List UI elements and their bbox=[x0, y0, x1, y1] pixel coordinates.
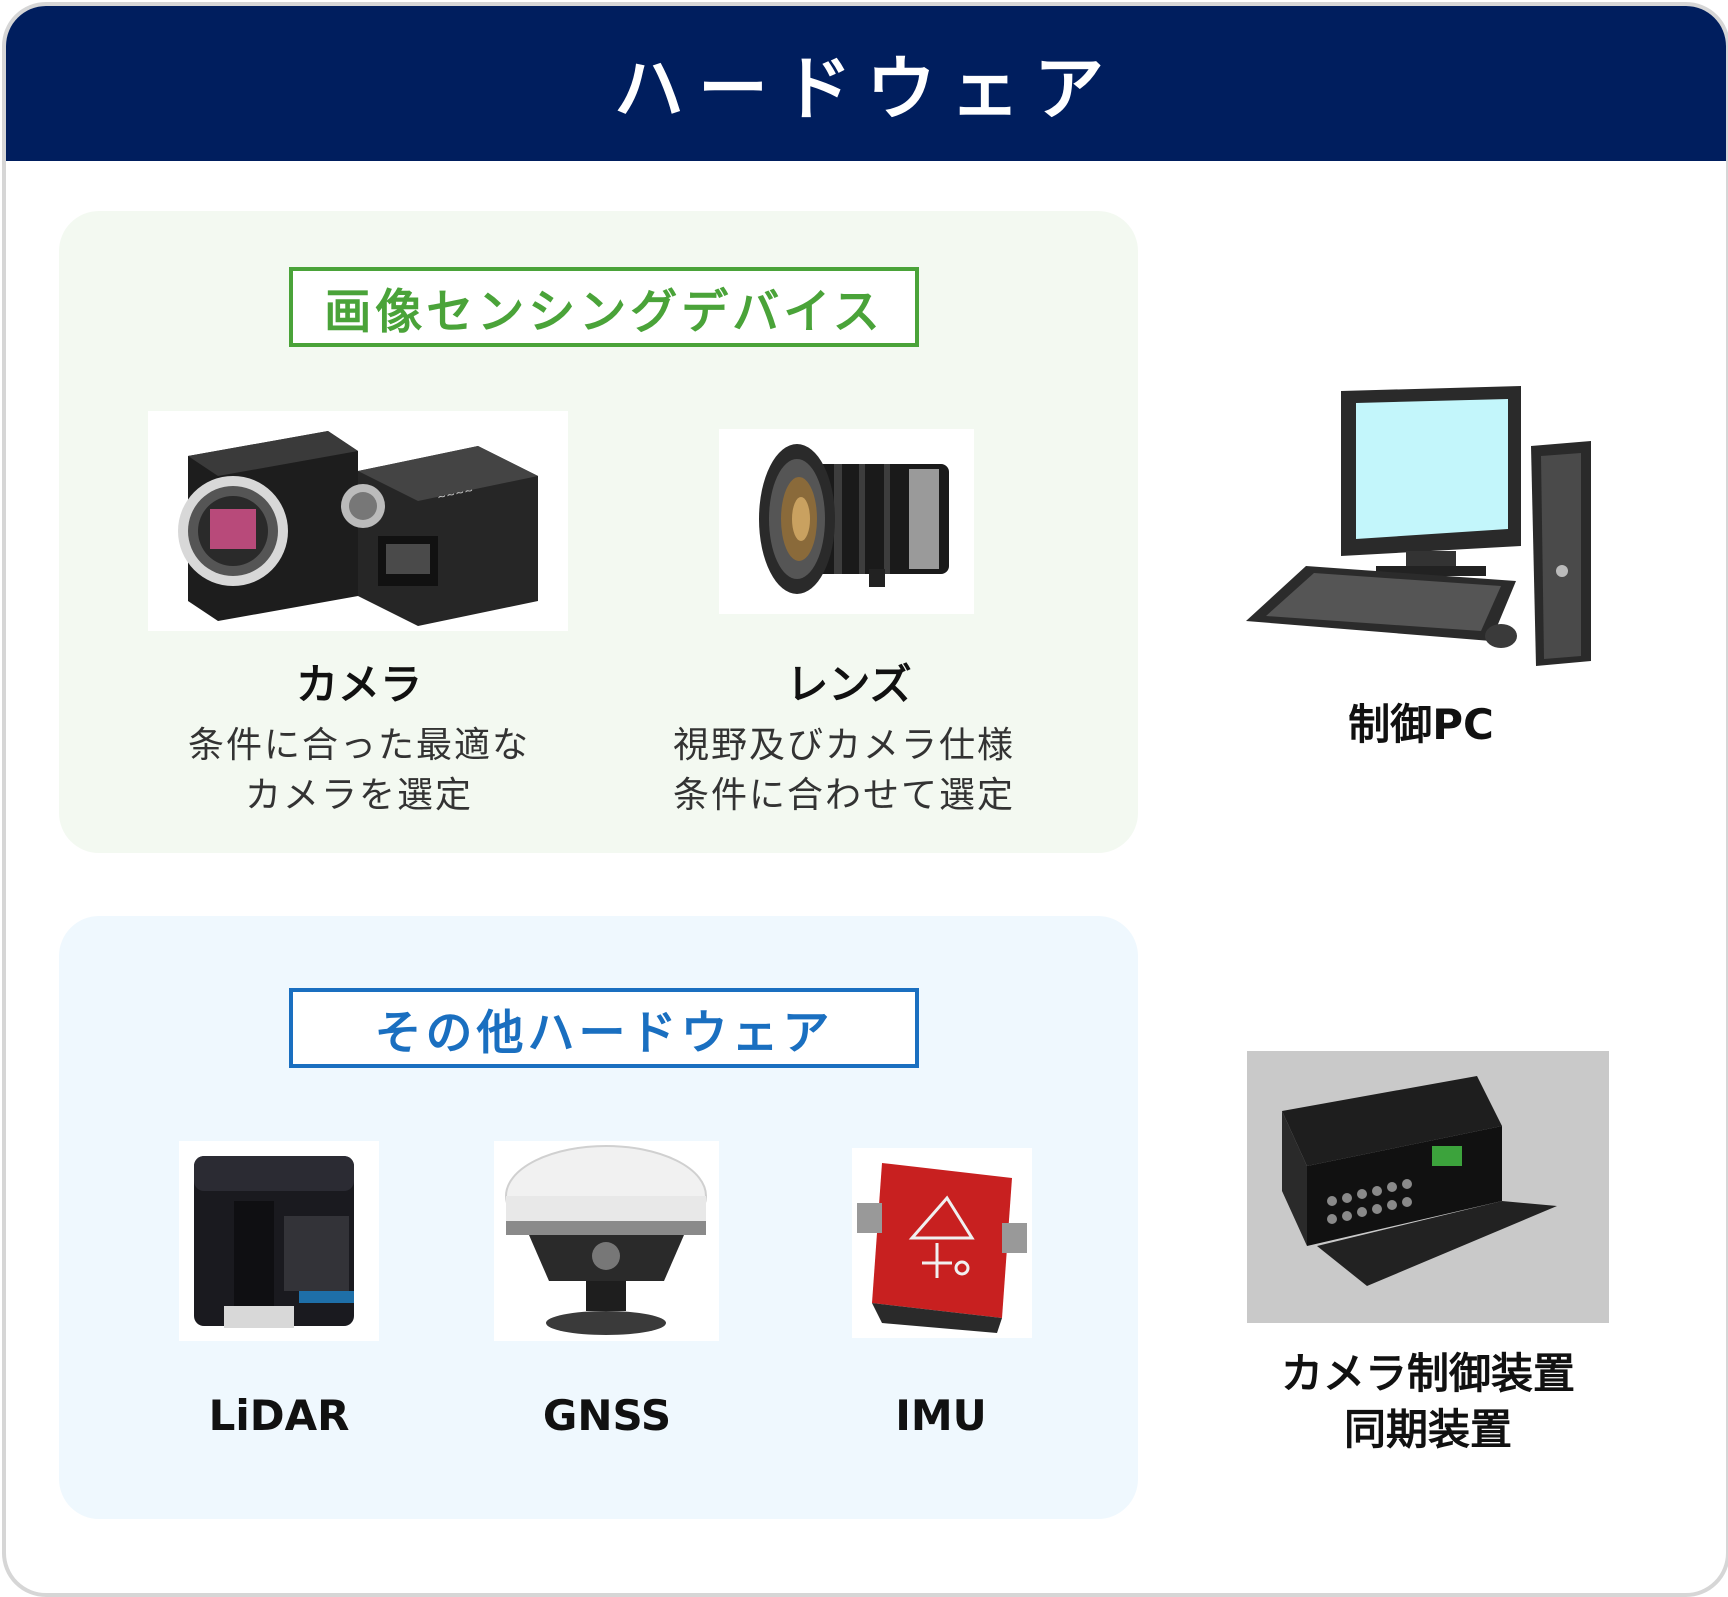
camera-controller-line2: 同期装置 bbox=[1343, 1405, 1512, 1454]
camera-name: カメラ bbox=[295, 660, 422, 709]
gnss-image bbox=[494, 1141, 719, 1341]
lens-desc-line2: 条件に合わせて選定 bbox=[672, 775, 1015, 816]
gnss-icon bbox=[505, 1145, 707, 1335]
imu-image bbox=[852, 1148, 1032, 1338]
camera-controller-line1: カメラ制御装置 bbox=[1280, 1349, 1575, 1398]
lidar-icon bbox=[194, 1156, 354, 1328]
lidar-image bbox=[179, 1141, 379, 1341]
gnss-name: GNSS bbox=[542, 1391, 672, 1440]
lens-name: レンズ bbox=[786, 660, 912, 709]
other-hardware-panel: その他ハードウェア bbox=[59, 916, 1138, 1519]
lens-desc-line1: 視野及びカメラ仕様 bbox=[672, 725, 1015, 766]
camera-controller-image bbox=[1247, 1051, 1609, 1323]
camera-desc-line1: 条件に合った最適な bbox=[187, 725, 530, 766]
imu-icon bbox=[857, 1163, 1027, 1333]
lens-image bbox=[719, 429, 974, 614]
page-title: ハードウェア bbox=[614, 48, 1118, 130]
desktop-pc-icon bbox=[1246, 386, 1591, 666]
control-pc-name: 制御PC bbox=[1348, 700, 1494, 749]
camera-desc: 条件に合った最適な カメラを選定 bbox=[139, 721, 579, 821]
camera-desc-line2: カメラを選定 bbox=[244, 775, 473, 816]
lidar-name: LiDAR bbox=[208, 1391, 350, 1440]
header-bar: ハードウェア bbox=[6, 6, 1726, 161]
other-hardware-label: その他ハードウェア bbox=[289, 988, 919, 1068]
controller-box-icon bbox=[1247, 1051, 1609, 1323]
control-pc-image bbox=[1246, 381, 1596, 671]
camera-controller-name: カメラ制御装置 同期装置 bbox=[1236, 1346, 1620, 1458]
imu-name: IMU bbox=[895, 1391, 987, 1440]
lens-icon bbox=[759, 444, 949, 594]
image-sensing-label: 画像センシングデバイス bbox=[289, 267, 919, 347]
camera-icon: ~~~~ bbox=[178, 431, 538, 626]
camera-image: ~~~~ bbox=[148, 411, 568, 631]
lens-desc: 視野及びカメラ仕様 条件に合わせて選定 bbox=[624, 721, 1064, 821]
image-sensing-panel: 画像センシングデバイス ~~~~ bbox=[59, 211, 1138, 853]
